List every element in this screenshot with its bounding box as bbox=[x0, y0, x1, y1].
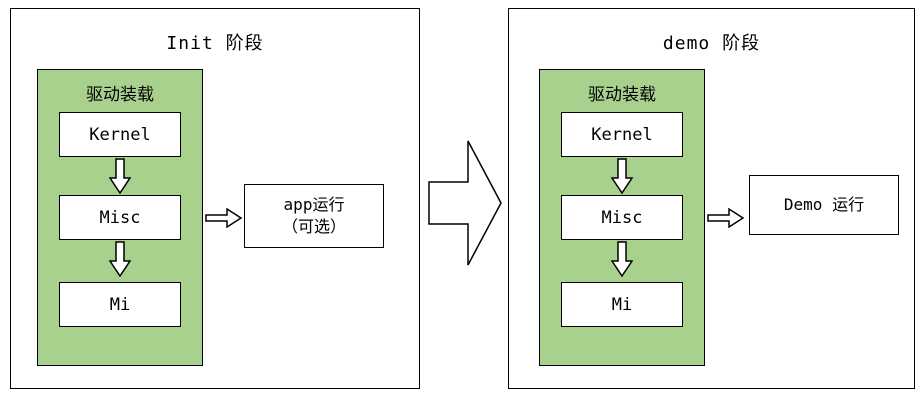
app-run-box: app运行 （可选） bbox=[244, 184, 384, 248]
down-arrow-icon bbox=[611, 158, 633, 194]
side-box-line2: （可选） bbox=[281, 217, 346, 236]
demo-run-box: Demo 运行 bbox=[749, 175, 899, 235]
init-phase-panel: Init 阶段 驱动装载 Kernel Misc Mi app运行 （可选） bbox=[10, 8, 420, 389]
demo-phase-panel: demo 阶段 驱动装载 Kernel Misc Mi Demo 运行 bbox=[508, 8, 915, 389]
group-label: 驱动装载 bbox=[588, 85, 656, 105]
misc-node: Misc bbox=[561, 195, 683, 240]
right-arrow-icon bbox=[205, 208, 243, 228]
down-arrow-icon bbox=[109, 241, 131, 277]
transition-arrow-icon bbox=[428, 140, 502, 266]
side-box-line1: Demo 运行 bbox=[783, 194, 865, 214]
group-label: 驱动装载 bbox=[86, 85, 154, 105]
kernel-node: Kernel bbox=[561, 112, 683, 157]
down-arrow-icon bbox=[611, 241, 633, 277]
down-arrow-icon bbox=[109, 158, 131, 194]
kernel-node: Kernel bbox=[59, 112, 181, 157]
driver-load-group: 驱动装载 Kernel Misc Mi bbox=[539, 69, 705, 366]
driver-load-group: 驱动装载 Kernel Misc Mi bbox=[37, 69, 203, 366]
panel-title: demo 阶段 bbox=[662, 33, 761, 54]
right-arrow-icon bbox=[707, 208, 745, 228]
panel-title: Init 阶段 bbox=[166, 33, 264, 54]
mi-node: Mi bbox=[59, 282, 181, 327]
side-box-line1: app运行 bbox=[283, 194, 345, 214]
misc-node: Misc bbox=[59, 195, 181, 240]
mi-node: Mi bbox=[561, 282, 683, 327]
